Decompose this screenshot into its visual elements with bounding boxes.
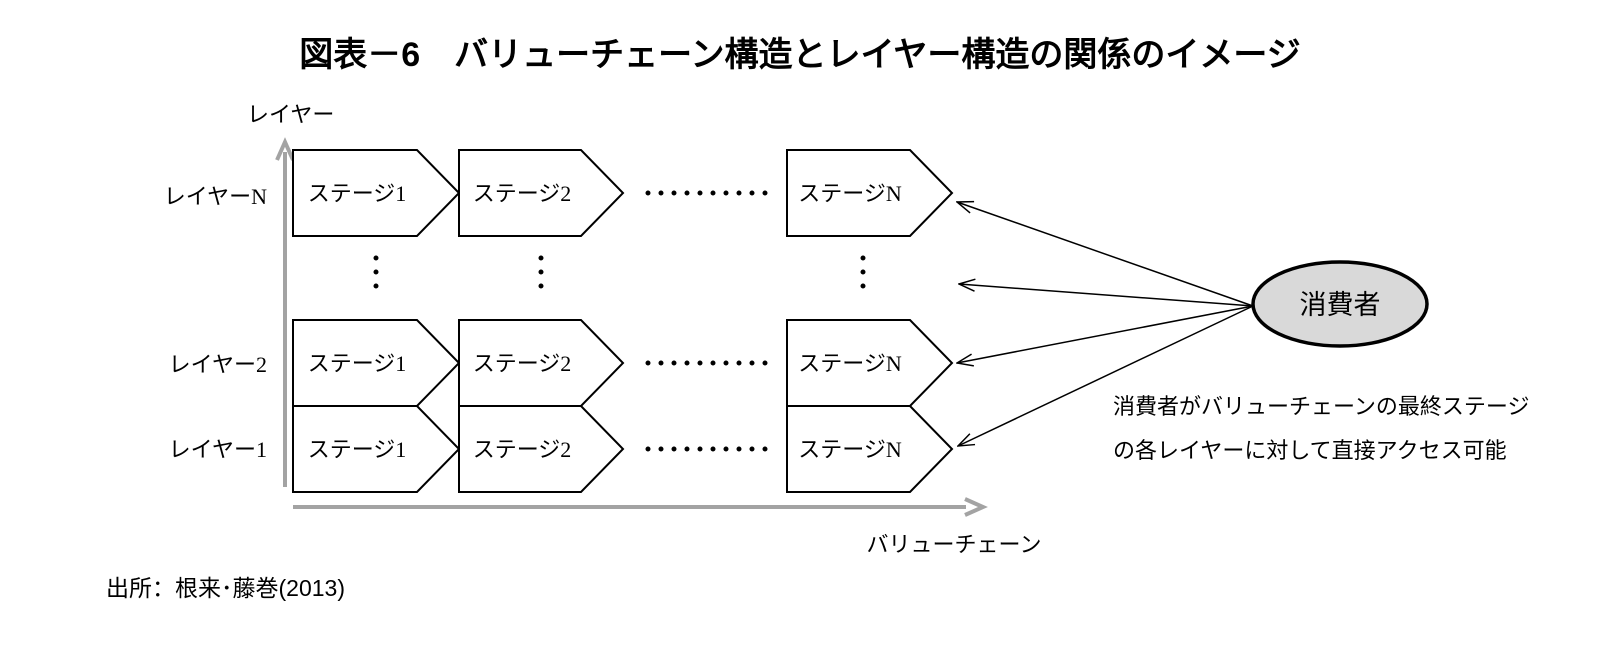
y-axis-arrowhead-icon (275, 137, 295, 161)
stage-shape (786, 149, 954, 237)
consumer-access-arrows (957, 202, 1254, 446)
stage-shape (458, 149, 625, 237)
stage-label: ステージN (798, 181, 902, 206)
stage-shape (458, 405, 625, 493)
layer-2-row: ステージ1 ステージ2 ステージN (292, 319, 954, 407)
stage-label: ステージ1 (308, 437, 407, 462)
y-axis-label: レイヤー (247, 102, 334, 127)
stage-label: ステージ2 (473, 351, 572, 376)
stage-shape (786, 405, 954, 493)
stage-label: ステージ1 (308, 181, 407, 206)
stage-label: ステージN (798, 351, 902, 376)
annotation-line-1: 消費者がバリューチェーンの最終ステージ (1113, 394, 1529, 419)
consumer-ellipse (1251, 260, 1429, 348)
stage-label: ステージ2 (473, 181, 572, 206)
stage-label: ステージ1 (308, 351, 407, 376)
layer-n-row: ステージ1 ステージ2 ステージN (292, 149, 954, 237)
stage-shape (786, 319, 954, 407)
annotation: 消費者がバリューチェーンの最終ステージ の各レイヤーに対して直接アクセス可能 (1113, 394, 1529, 463)
stage-shape (292, 319, 461, 407)
stage-shape (292, 149, 461, 237)
consumer-arrow-to-layer-n (957, 202, 1254, 307)
stage-shape (292, 405, 461, 493)
annotation-line-2: の各レイヤーに対して直接アクセス可能 (1113, 438, 1507, 463)
x-axis: バリューチェーン (293, 497, 1042, 557)
consumer-label: 消費者 (1300, 290, 1381, 320)
source-citation: 出所：根来･藤巻(2013) (106, 575, 345, 601)
stage-label: ステージ2 (473, 437, 572, 462)
figure-title: 図表－6 バリューチェーン構造とレイヤー構造の関係のイメージ (299, 36, 1301, 74)
consumer-arrow-to-middle-layers (959, 284, 1254, 307)
layer-2-label: レイヤー2 (169, 352, 267, 377)
consumer-node: 消費者 (1251, 260, 1429, 348)
stage-label: ステージN (798, 437, 902, 462)
layer-1-label: レイヤー1 (169, 437, 267, 462)
x-axis-label: バリューチェーン (867, 532, 1042, 557)
y-axis: レイヤー (247, 102, 334, 487)
x-axis-arrowhead-icon (964, 497, 988, 517)
layer-n-label: レイヤーN (164, 184, 267, 209)
layer-1-row: ステージ1 ステージ2 ステージN (292, 405, 954, 493)
consumer-arrow-to-layer-1 (958, 305, 1254, 446)
consumer-arrow-to-layer-2 (957, 305, 1254, 363)
stage-shape (458, 319, 625, 407)
